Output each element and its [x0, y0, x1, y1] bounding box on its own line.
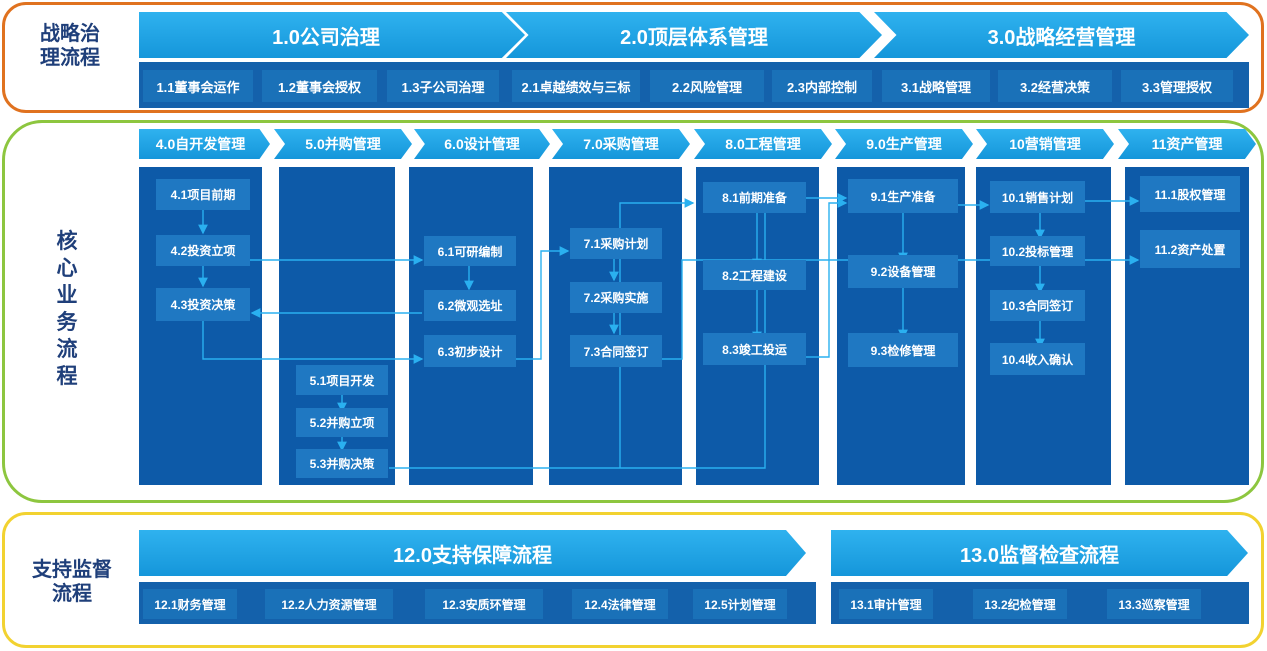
node-11-2[interactable]: 11.2资产处置	[1140, 230, 1240, 268]
node-6-2[interactable]: 6.2微观选址	[424, 290, 516, 321]
support-group-13-title: 13.0监督检查流程	[831, 530, 1248, 576]
support-item[interactable]: 12.3安质环管理	[425, 589, 543, 619]
node-8-3[interactable]: 8.3竣工投运	[703, 333, 806, 365]
node-9-3[interactable]: 9.3检修管理	[848, 333, 958, 367]
support-label: 支持监督流程	[32, 559, 112, 605]
support-group-12-title: 12.0支持保障流程	[139, 530, 806, 576]
node-9-1[interactable]: 9.1生产准备	[848, 179, 958, 213]
support-item[interactable]: 13.2纪检管理	[973, 589, 1067, 619]
node-6-1[interactable]: 6.1可研编制	[424, 236, 516, 266]
strategy-group-2-title: 2.0顶层体系管理	[506, 12, 882, 58]
strategy-group-1-title: 1.0公司治理	[139, 12, 525, 58]
strategy-item[interactable]: 3.1战略管理	[882, 70, 990, 102]
column-10	[976, 167, 1111, 485]
support-item[interactable]: 12.4法律管理	[572, 589, 668, 619]
column-11	[1125, 167, 1249, 485]
strategy-item[interactable]: 1.3子公司治理	[387, 70, 499, 102]
node-5-2[interactable]: 5.2并购立项	[296, 408, 388, 437]
node-8-2[interactable]: 8.2工程建设	[703, 260, 806, 290]
strategy-item[interactable]: 2.2风险管理	[650, 70, 764, 102]
strategy-item[interactable]: 2.3内部控制	[772, 70, 872, 102]
column-9-header: 9.0生产管理	[835, 129, 973, 159]
node-10-2[interactable]: 10.2投标管理	[990, 236, 1085, 266]
node-10-4[interactable]: 10.4收入确认	[990, 343, 1085, 375]
column-11-header: 11资产管理	[1118, 129, 1256, 159]
node-6-3[interactable]: 6.3初步设计	[424, 335, 516, 367]
strategy-item[interactable]: 3.3管理授权	[1121, 70, 1233, 102]
node-4-3[interactable]: 4.3投资决策	[156, 288, 250, 321]
column-7	[549, 167, 682, 485]
node-4-2[interactable]: 4.2投资立项	[156, 235, 250, 266]
strategy-group-3-title: 3.0战略经营管理	[874, 12, 1249, 58]
node-5-1[interactable]: 5.1项目开发	[296, 365, 388, 395]
strategy-section	[2, 2, 1264, 113]
node-7-3[interactable]: 7.3合同签订	[570, 335, 662, 367]
column-4-header: 4.0自开发管理	[139, 129, 270, 159]
node-4-1[interactable]: 4.1项目前期	[156, 179, 250, 210]
strategy-item[interactable]: 1.1董事会运作	[143, 70, 253, 102]
node-8-1[interactable]: 8.1前期准备	[703, 182, 806, 213]
node-10-1[interactable]: 10.1销售计划	[990, 181, 1085, 213]
column-8-header: 8.0工程管理	[694, 129, 832, 159]
support-item[interactable]: 13.3巡察管理	[1107, 589, 1201, 619]
column-10-header: 10营销管理	[976, 129, 1114, 159]
column-5	[279, 167, 395, 485]
support-item[interactable]: 12.1财务管理	[143, 589, 237, 619]
node-5-3[interactable]: 5.3并购决策	[296, 449, 388, 478]
node-7-2[interactable]: 7.2采购实施	[570, 282, 662, 313]
strategy-item[interactable]: 2.1卓越绩效与三标	[512, 70, 640, 102]
strategy-item[interactable]: 3.2经营决策	[998, 70, 1112, 102]
support-item[interactable]: 12.2人力资源管理	[265, 589, 393, 619]
core-section	[2, 120, 1264, 503]
column-6-header: 6.0设计管理	[414, 129, 550, 159]
node-7-1[interactable]: 7.1采购计划	[570, 228, 662, 259]
support-item[interactable]: 13.1审计管理	[839, 589, 933, 619]
strategy-item[interactable]: 1.2董事会授权	[262, 70, 377, 102]
column-9	[837, 167, 965, 485]
core-label: 核心业务流程	[56, 230, 78, 388]
column-4	[139, 167, 262, 485]
column-5-header: 5.0并购管理	[274, 129, 412, 159]
column-7-header: 7.0采购管理	[552, 129, 690, 159]
column-8	[696, 167, 819, 485]
support-section	[2, 512, 1264, 648]
node-11-1[interactable]: 11.1股权管理	[1140, 176, 1240, 212]
node-10-3[interactable]: 10.3合同签订	[990, 290, 1085, 321]
support-item[interactable]: 12.5计划管理	[693, 589, 787, 619]
strategy-label: 战略治理流程	[40, 23, 100, 69]
column-6	[409, 167, 533, 485]
node-9-2[interactable]: 9.2设备管理	[848, 255, 958, 288]
